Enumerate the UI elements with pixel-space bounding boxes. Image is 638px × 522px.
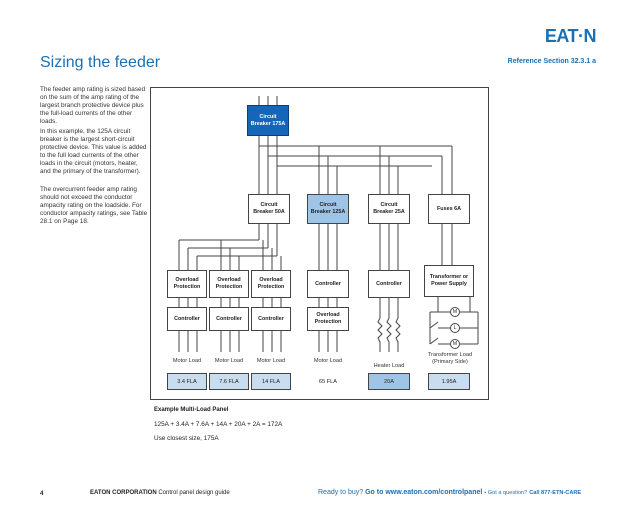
footer-corp-name: EATON CORPORATION (90, 490, 157, 496)
overload-protection-1: Overload Protection (167, 270, 207, 298)
controller-1: Controller (167, 307, 207, 331)
load-label-3: Motor Load (256, 358, 286, 364)
page-number: 4 (40, 490, 44, 497)
diagram-panel (150, 87, 489, 400)
footer-corporation: EATON CORPORATION Control panel design g… (90, 490, 230, 496)
footer-guide: Control panel design guide (158, 490, 230, 496)
footer-ready-to-buy: Ready to buy? Go to www.eaton.com/contro… (318, 489, 581, 496)
fla-box-4: 65 FLA (307, 373, 349, 390)
example-title: Example Multi-Load Panel (154, 407, 229, 413)
sidebar-para-3: The overcurrent feeder amp rating should… (40, 186, 148, 225)
fla-box-3: 14 FLA (251, 373, 291, 390)
load-label-2: Motor Load (214, 358, 244, 364)
motor-symbol-2: M (450, 339, 460, 349)
reference-section: Reference Section 32.3.1 a (507, 58, 596, 65)
motor-symbol: M (450, 307, 460, 317)
controller-125a-branch: Controller (307, 270, 349, 298)
example-calculation: 125A + 3.4A + 7.6A + 14A + 20A + 2A = 17… (154, 421, 283, 428)
load-label-1: Motor Load (172, 358, 202, 364)
fla-box-6: 1.95A (428, 373, 470, 390)
sidebar-para-1: The feeder amp rating is sized based on … (40, 86, 146, 125)
fla-box-1: 3.4 FLA (167, 373, 207, 390)
footer-ready-text: Ready to buy? (318, 489, 364, 496)
page-title: Sizing the feeder (40, 54, 161, 71)
branch-breaker-25a: Circuit Breaker 25A (368, 194, 410, 224)
load-label-6: Transformer Load (Primary Side) (427, 352, 473, 365)
branch-fuses-6a: Fuses 6A (428, 194, 470, 224)
overload-protection-3: Overload Protection (251, 270, 291, 298)
main-circuit-breaker: Circuit Breaker 175A (247, 105, 289, 136)
footer-call: Call 877-ETN-CARE (529, 490, 582, 496)
branch-breaker-125a: Circuit Breaker 125A (307, 194, 349, 224)
lamp-symbol: L (450, 323, 460, 333)
controller-2: Controller (209, 307, 249, 331)
footer-question: • Got a question? (484, 490, 528, 496)
fla-box-2: 7.6 FLA (209, 373, 249, 390)
eaton-logo: EAT·N (544, 26, 597, 46)
fla-box-5: 20A (368, 373, 410, 390)
sidebar-para-2: In this example, the 125A circuit breake… (40, 128, 147, 175)
example-note: Use closest size, 175A (154, 435, 219, 442)
branch-breaker-50a: Circuit Breaker 50A (248, 194, 290, 224)
controller-heater-branch: Controller (368, 270, 410, 298)
footer-link[interactable]: Go to www.eaton.com/controlpanel (365, 489, 483, 496)
transformer-power-supply: Transformer or Power Supply (424, 265, 474, 297)
load-label-4: Motor Load (313, 358, 343, 364)
overload-protection-2: Overload Protection (209, 270, 249, 298)
load-label-5: Heater Load (373, 363, 405, 369)
controller-3: Controller (251, 307, 291, 331)
overload-protection-125a-branch: Overload Protection (307, 307, 349, 331)
